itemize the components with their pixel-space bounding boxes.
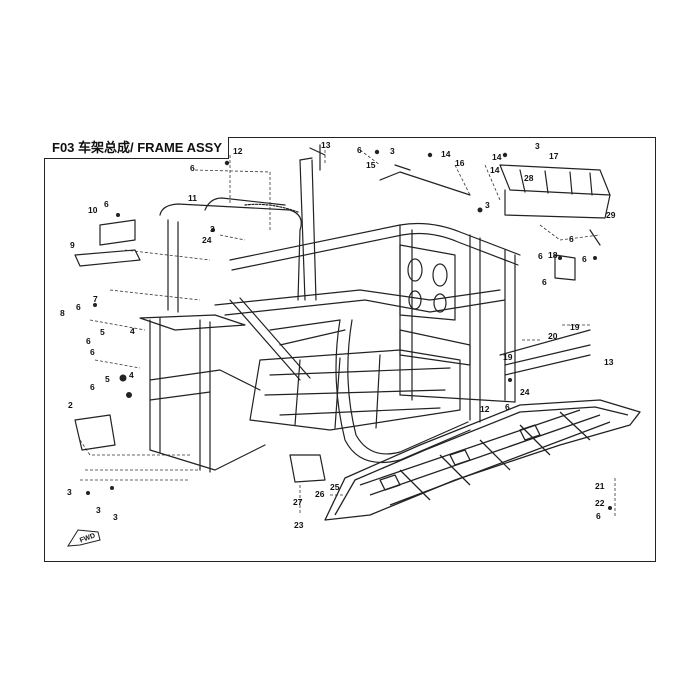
callout-label: 26 <box>315 489 325 499</box>
callout-label: 14 <box>492 152 502 162</box>
callout-label: 10 <box>88 205 98 215</box>
callout-label: 11 <box>188 193 197 203</box>
callout-label: 6 <box>90 382 95 392</box>
callout-label: 28 <box>524 173 534 183</box>
callout-label: 6 <box>596 511 601 521</box>
callout-label: 13 <box>321 140 331 150</box>
page-title: F03 车架总成/ FRAME ASSY <box>44 137 229 159</box>
callout-label: 12 <box>233 146 243 156</box>
callout-label: 19 <box>570 322 580 332</box>
callout-label: 16 <box>455 158 465 168</box>
callout-label: 8 <box>60 308 65 318</box>
callout-label: 6 <box>582 254 587 264</box>
callout-label: 7 <box>93 294 98 304</box>
diagram-sheet <box>44 137 656 562</box>
forward-arrow-icon: FWD <box>67 529 101 547</box>
callout-label: 24 <box>520 387 530 397</box>
callout-label: 25 <box>330 482 340 492</box>
callout-label: 15 <box>366 160 376 170</box>
callout-label: 6 <box>76 302 81 312</box>
callout-label: 27 <box>293 497 303 507</box>
callout-label: 3 <box>67 487 72 497</box>
callout-label: 6 <box>538 251 543 261</box>
callout-label: 14 <box>490 165 500 175</box>
callout-label: 3 <box>485 200 490 210</box>
callout-label: 3 <box>113 512 118 522</box>
callout-label: 24 <box>202 235 212 245</box>
callout-label: 22 <box>595 498 605 508</box>
callout-label: 18 <box>548 250 558 260</box>
part-callouts: 12 6 13 6 3 14 16 15 3 14 3 28 14 17 10 … <box>60 140 616 530</box>
callout-label: 23 <box>294 520 304 530</box>
callout-label: 6 <box>90 347 95 357</box>
callout-label: 5 <box>100 327 105 337</box>
callout-label: 6 <box>569 234 574 244</box>
callout-label: 6 <box>505 402 510 412</box>
callout-label: 29 <box>606 210 616 220</box>
callout-label: 6 <box>357 145 362 155</box>
callout-label: 4 <box>130 326 135 336</box>
callout-label: 9 <box>70 240 75 250</box>
callout-label: 14 <box>441 149 451 159</box>
callout-label: 3 <box>535 141 540 151</box>
callout-label: 5 <box>105 374 110 384</box>
callout-label: 6 <box>542 277 547 287</box>
callout-label: 6 <box>86 336 91 346</box>
callout-label: 17 <box>549 151 559 161</box>
callout-label: 13 <box>604 357 614 367</box>
callout-label: 2 <box>68 400 73 410</box>
callout-label: 21 <box>595 481 605 491</box>
callout-label: 4 <box>129 370 134 380</box>
callout-label: 3 <box>96 505 101 515</box>
callout-label: 12 <box>480 404 490 414</box>
callout-label: 3 <box>390 146 395 156</box>
callout-label: 6 <box>190 163 195 173</box>
callout-label: 20 <box>548 331 558 341</box>
callout-label: 3 <box>210 224 215 234</box>
callout-label: 19 <box>503 352 513 362</box>
callout-label: 6 <box>104 199 109 209</box>
